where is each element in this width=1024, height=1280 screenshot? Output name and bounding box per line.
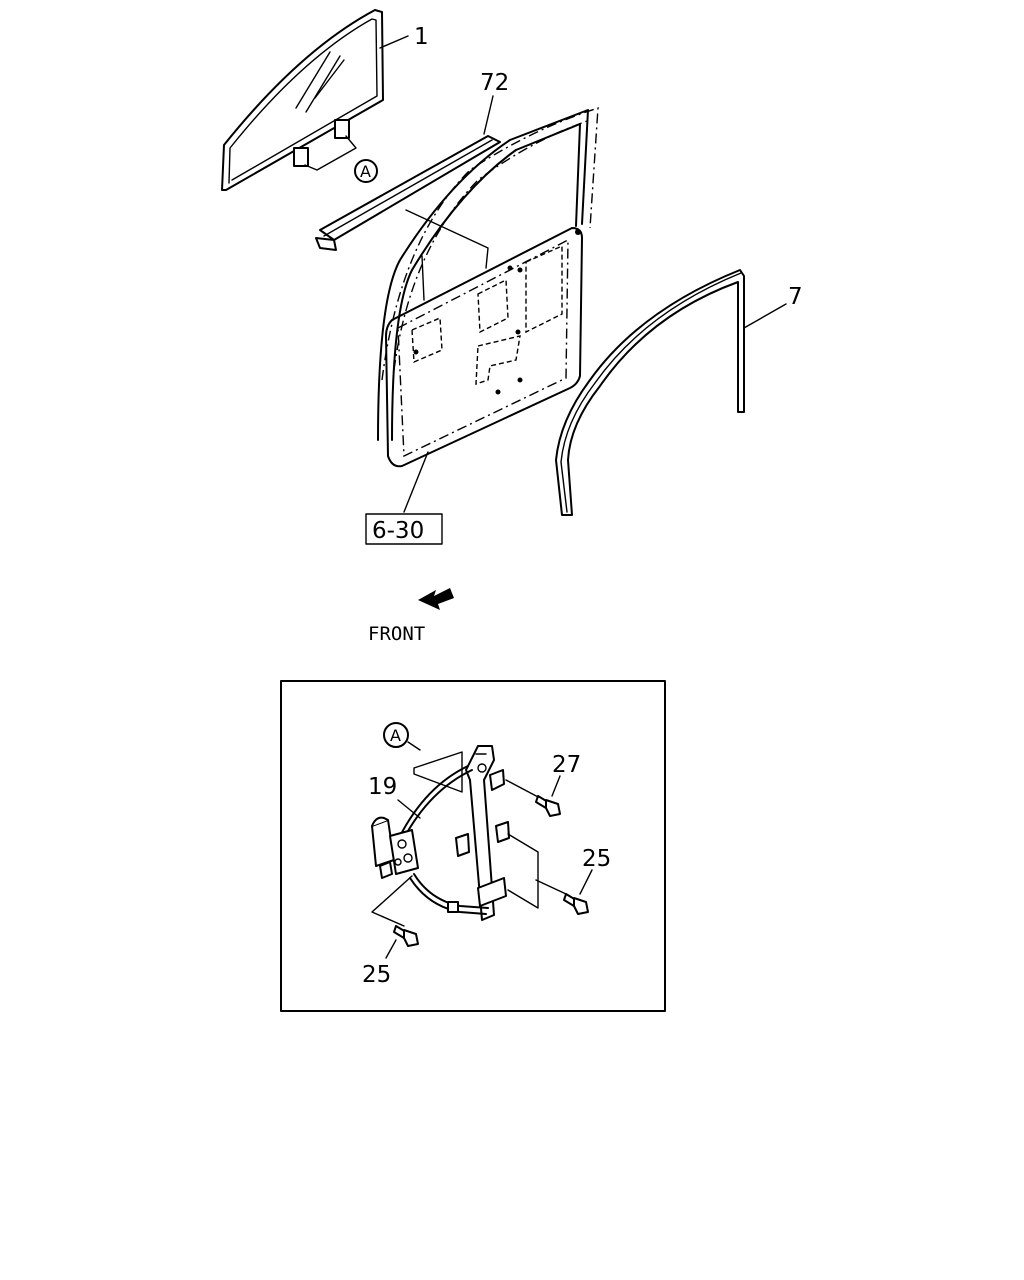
leader-glass: [379, 35, 409, 49]
detail-marker-circle: [354, 159, 378, 183]
window-regulator: [371, 745, 510, 921]
detail-inset-box: [280, 680, 666, 1012]
detail-marker-label: A: [360, 162, 371, 181]
callout-bolt-top: 27: [552, 752, 581, 778]
detail-inset-marker-circle: [383, 722, 409, 748]
door-glass: [221, 9, 384, 191]
leader-door: [403, 451, 429, 513]
bolt-bottom-icon: [393, 925, 419, 947]
callout-door-ref: 6-30: [372, 518, 424, 544]
leader-bolt-top: [505, 779, 541, 799]
leader-inset-marker: [407, 741, 421, 751]
callout-regulator: 19: [368, 774, 397, 800]
callout-bolt-bottom: 25: [362, 962, 391, 988]
bolt-right-icon: [563, 893, 589, 915]
callout-bolt-right: 25: [582, 846, 611, 872]
glass-run-channel: [555, 269, 745, 516]
leader-bolt-right-label: [579, 869, 593, 895]
detail-inset-marker-label: A: [390, 726, 401, 745]
door-assembly: [377, 107, 599, 468]
callout-glass: 1: [414, 24, 429, 50]
leader-bolt-bottom: [371, 875, 413, 927]
bolt-top-icon: [535, 795, 561, 817]
front-label: FRONT: [368, 623, 425, 645]
leader-run-channel: [743, 303, 787, 329]
leader-regulator: [397, 799, 421, 819]
outer-weatherstrip: [315, 135, 501, 251]
callout-weatherstrip: 72: [480, 70, 509, 96]
leader-bolt-top-label: [551, 775, 561, 797]
leader-bolt-bottom-label: [385, 939, 397, 959]
front-arrow-icon: [418, 588, 454, 610]
leader-bolt-right: [507, 833, 539, 909]
door-ref-box: [365, 513, 443, 545]
leader-box-a: [413, 751, 463, 793]
callout-run-channel: 7: [788, 284, 803, 310]
leader-bolt-right-b: [535, 879, 567, 895]
leader-weatherstrip: [483, 95, 494, 135]
